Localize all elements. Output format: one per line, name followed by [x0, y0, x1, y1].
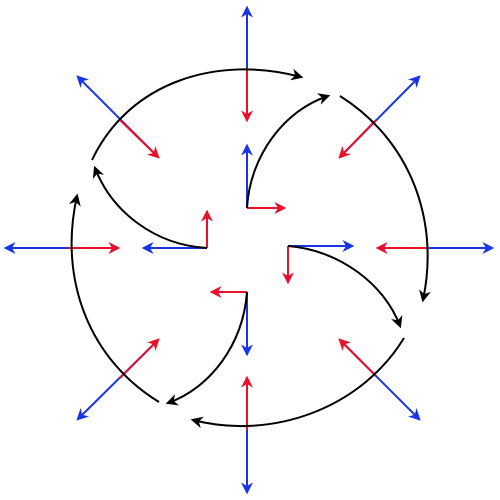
red-arrow	[338, 119, 377, 159]
curved-arrow-outer-top	[91, 68, 304, 161]
inner-group-right	[282, 240, 355, 285]
curved-arrow-outer-left	[69, 193, 160, 403]
red-arrow	[338, 338, 377, 377]
curved-arrow-inner-right	[287, 245, 403, 329]
outer-group-top-right	[338, 75, 421, 159]
curved-arrow-inner-top	[246, 93, 331, 209]
curved-arrow-inner-bottom	[165, 291, 248, 406]
outer-group-bottom-right	[338, 338, 421, 421]
curved-arrow-outer-right	[339, 95, 431, 303]
inner-group-bottom	[209, 286, 253, 357]
red-arrow	[119, 119, 160, 159]
outer-group-top-left	[76, 75, 160, 159]
red-arrow	[119, 338, 160, 379]
curved-arrow-outer-bottom	[190, 337, 405, 429]
outer-group-bottom-left	[76, 338, 160, 421]
curved-arrow-inner-left	[92, 165, 208, 249]
